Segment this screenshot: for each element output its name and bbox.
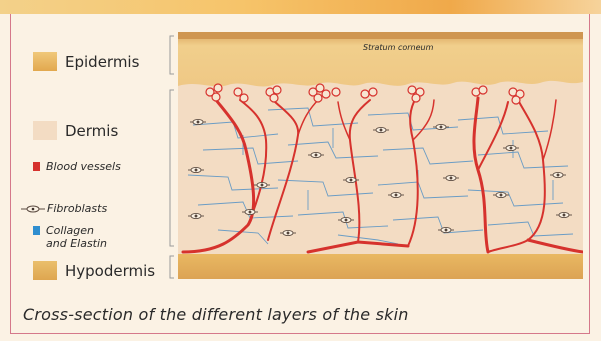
stratum-corneum-label: Stratum corneum <box>363 43 434 52</box>
hypodermis-layer <box>178 254 583 279</box>
epidermis-bracket <box>170 36 174 74</box>
legend-fibroblasts-label: Fibroblasts <box>47 202 107 215</box>
legend-dermis-label: Dermis <box>65 122 118 140</box>
legend-epidermis-label: Epidermis <box>65 53 139 71</box>
skin-cross-section: Stratum corneum <box>158 30 583 285</box>
epidermis-layer <box>178 32 583 86</box>
legend-item-collagen: Collagen and Elastin <box>33 224 107 250</box>
dermis-swatch <box>33 121 57 140</box>
legend-item-epidermis: Epidermis <box>33 52 139 71</box>
legend-item-hypodermis: Hypodermis <box>33 261 155 280</box>
hypodermis-swatch <box>33 261 57 280</box>
legend-collagen-label-line2: and Elastin <box>46 237 107 250</box>
blood-vessels-swatch <box>33 162 40 171</box>
hypodermis-bracket <box>170 256 174 278</box>
fibroblast-icon <box>21 204 45 214</box>
legend-hypodermis-label: Hypodermis <box>65 262 155 280</box>
legend-item-fibroblasts: Fibroblasts <box>21 202 107 215</box>
legend-item-dermis: Dermis <box>33 121 118 140</box>
stratum-corneum-layer <box>178 32 583 39</box>
epidermis-swatch <box>33 52 57 71</box>
dermis-bracket <box>170 90 174 246</box>
layer-brackets <box>170 36 174 278</box>
collagen-swatch <box>33 226 40 235</box>
legend: Epidermis Dermis Blood vessels Fibroblas… <box>0 0 180 300</box>
legend-blood-vessels-label: Blood vessels <box>46 160 121 173</box>
legend-item-blood-vessels: Blood vessels <box>33 160 121 173</box>
legend-collagen-label-line1: Collagen <box>46 224 107 237</box>
figure-caption: Cross-section of the different layers of… <box>23 305 409 324</box>
